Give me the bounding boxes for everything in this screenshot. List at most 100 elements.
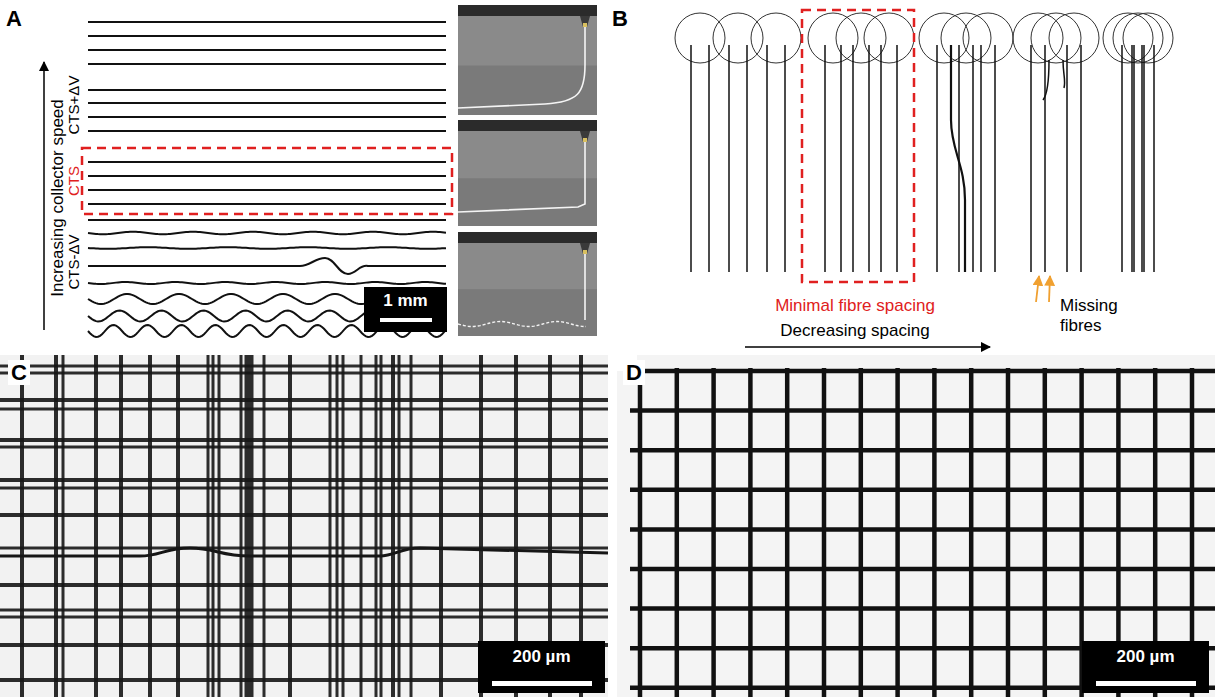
fibre-line xyxy=(88,203,446,205)
mesh-fibre xyxy=(0,487,608,490)
fibre-line xyxy=(784,45,786,272)
mesh-fibre xyxy=(0,513,608,517)
collector-plate xyxy=(458,232,597,243)
nozzle-circle xyxy=(941,13,991,63)
fibre-line xyxy=(994,45,996,272)
fibre-line xyxy=(936,45,938,272)
micrograph-ground xyxy=(617,355,1215,697)
fibre-line xyxy=(1044,45,1046,272)
pointer-arrow xyxy=(1049,276,1050,302)
photo-frame xyxy=(458,5,597,115)
fibre-line xyxy=(88,89,446,91)
mesh-fibre xyxy=(0,398,608,402)
panel-letter: C xyxy=(8,360,30,385)
direction-arrow xyxy=(745,346,990,348)
fibre-line xyxy=(708,45,710,272)
speed-label: CTS xyxy=(65,166,82,196)
photo-shade xyxy=(458,289,597,336)
fibre-line xyxy=(824,45,826,272)
fibre-line xyxy=(88,219,446,221)
fibre-line xyxy=(1141,45,1143,272)
merged-fibre xyxy=(951,45,965,272)
mesh-fibre xyxy=(630,606,1215,611)
nozzle-tip xyxy=(583,138,587,142)
fibre-line xyxy=(690,45,692,272)
nozzle-circle xyxy=(963,13,1013,63)
nozzle-circle xyxy=(1123,13,1173,63)
fibre-line xyxy=(88,189,446,191)
mesh-fibre xyxy=(630,408,1215,413)
mesh-fibre xyxy=(630,369,1215,374)
speed-label: CTS+ΔV xyxy=(65,76,82,135)
scale-bar-box xyxy=(1082,641,1209,693)
scale-label: 200 µm xyxy=(478,647,605,667)
nozzle-circle xyxy=(1049,13,1099,63)
annotation-label: Decreasing spacing xyxy=(745,321,965,341)
mesh-fibre xyxy=(0,547,608,550)
jet-fibre xyxy=(458,27,585,108)
fibre-line xyxy=(1153,45,1155,272)
photo-shade xyxy=(458,178,597,226)
panel-letter: A xyxy=(6,6,22,31)
wavy-fibre xyxy=(88,258,446,274)
nozzle-circle xyxy=(713,13,763,63)
mesh-fibre xyxy=(0,438,608,442)
mesh-fibre xyxy=(0,609,608,612)
fibre-line xyxy=(852,45,854,272)
collector-plate xyxy=(458,5,597,16)
scale-label: 1 mm xyxy=(364,291,447,311)
fibre-line xyxy=(1143,45,1145,272)
fibre-line xyxy=(88,35,446,37)
fibre-line xyxy=(980,45,982,272)
photo-frame xyxy=(458,232,597,336)
nozzle xyxy=(580,243,590,254)
jet-fibre xyxy=(458,142,585,212)
panel-letter: B xyxy=(612,6,628,31)
mesh-fibre xyxy=(630,527,1215,532)
mesh-fibre xyxy=(0,548,608,556)
nozzle-circle xyxy=(1103,13,1153,63)
nozzle xyxy=(580,16,590,27)
nozzle-circle xyxy=(919,13,969,63)
fibre-line xyxy=(88,49,446,51)
mesh-fibre xyxy=(0,583,608,587)
fibre-line xyxy=(88,21,446,23)
jet-fibre xyxy=(458,322,586,327)
annotation-label: Missing fibres xyxy=(1060,296,1130,335)
fibre-line xyxy=(1066,45,1068,272)
fibre-line xyxy=(1121,45,1123,272)
jet-fibre xyxy=(584,254,586,320)
scale-bar xyxy=(492,681,592,686)
fibre-line xyxy=(766,45,768,272)
fibre-line xyxy=(88,175,446,177)
panel-letter: D xyxy=(623,360,645,385)
nozzle-circle xyxy=(751,13,801,63)
broken-fibre xyxy=(1043,60,1049,100)
mesh-fibre xyxy=(0,616,608,619)
scale-bar xyxy=(1096,681,1196,686)
mesh-fibre xyxy=(0,365,608,368)
fibre-line xyxy=(958,45,960,272)
nozzle-circle xyxy=(675,13,725,63)
micrograph-ground xyxy=(0,355,608,697)
mesh-fibre xyxy=(0,446,608,449)
fibre-line xyxy=(88,130,446,132)
mesh-fibre xyxy=(630,488,1215,493)
scale-bar-box xyxy=(478,641,605,693)
fibre-line xyxy=(972,45,974,272)
nozzle-circle xyxy=(836,13,886,63)
scale-bar-box xyxy=(364,287,447,332)
nozzle-tip xyxy=(583,250,587,254)
highlight-box xyxy=(802,10,914,282)
fibre-line xyxy=(896,45,898,272)
nozzle-circle xyxy=(808,13,858,63)
pointer-arrow xyxy=(1036,276,1039,302)
fibre-line xyxy=(840,45,842,272)
mesh-fibre xyxy=(630,448,1215,453)
mesh-fibre xyxy=(0,372,608,375)
mesh-fibre xyxy=(630,567,1215,572)
wavy-fibre xyxy=(88,247,446,249)
fibre-line xyxy=(1131,45,1133,272)
